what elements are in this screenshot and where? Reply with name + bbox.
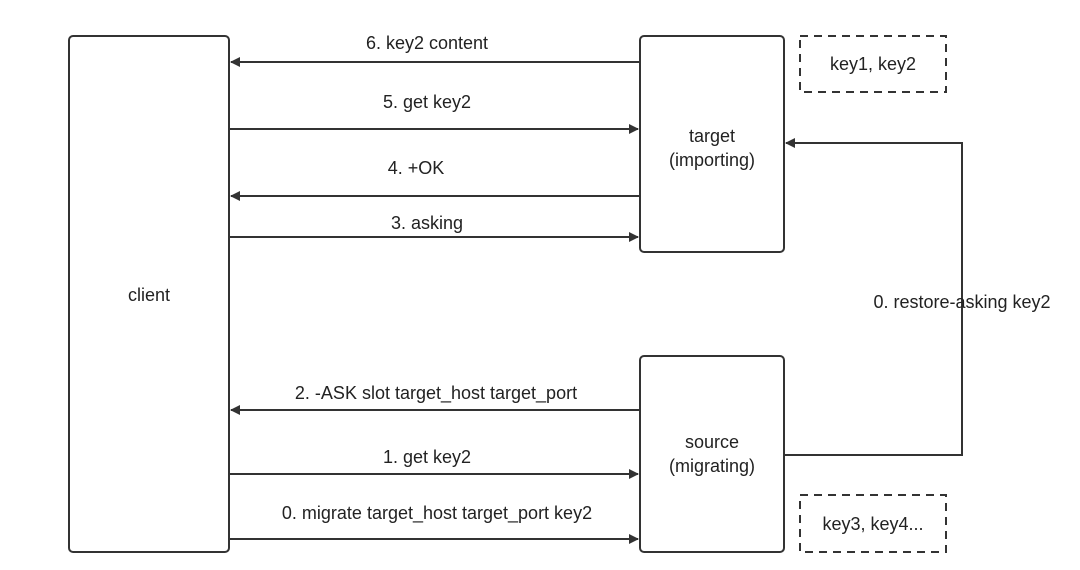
label-migrate: 0. migrate target_host target_port key2 — [282, 503, 592, 524]
target-keys-box: key1, key2 — [799, 35, 947, 93]
target-keys-label: key1, key2 — [830, 54, 916, 74]
label-asking: 3. asking — [391, 213, 463, 233]
source-node: source (migrating) — [639, 355, 785, 553]
label-key2-content: 6. key2 content — [366, 33, 488, 53]
target-state-label: (importing) — [669, 150, 755, 170]
label-ok: 4. +OK — [388, 158, 445, 178]
source-label: source — [685, 432, 739, 452]
label-get-key2-source: 1. get key2 — [383, 447, 471, 467]
source-keys-box: key3, key4... — [799, 494, 947, 553]
label-restore-asking: 0. restore-asking key2 — [873, 292, 1050, 312]
client-label: client — [128, 285, 170, 305]
target-label: target — [689, 126, 735, 146]
arrow-restore-asking — [784, 138, 963, 456]
label-get-key2-target: 5. get key2 — [383, 92, 471, 112]
label-ask-redirect: 2. -ASK slot target_host target_port — [295, 383, 577, 404]
target-node: target (importing) — [639, 35, 785, 253]
source-keys-label: key3, key4... — [822, 514, 923, 534]
client-node: client — [68, 35, 230, 553]
source-state-label: (migrating) — [669, 456, 755, 476]
